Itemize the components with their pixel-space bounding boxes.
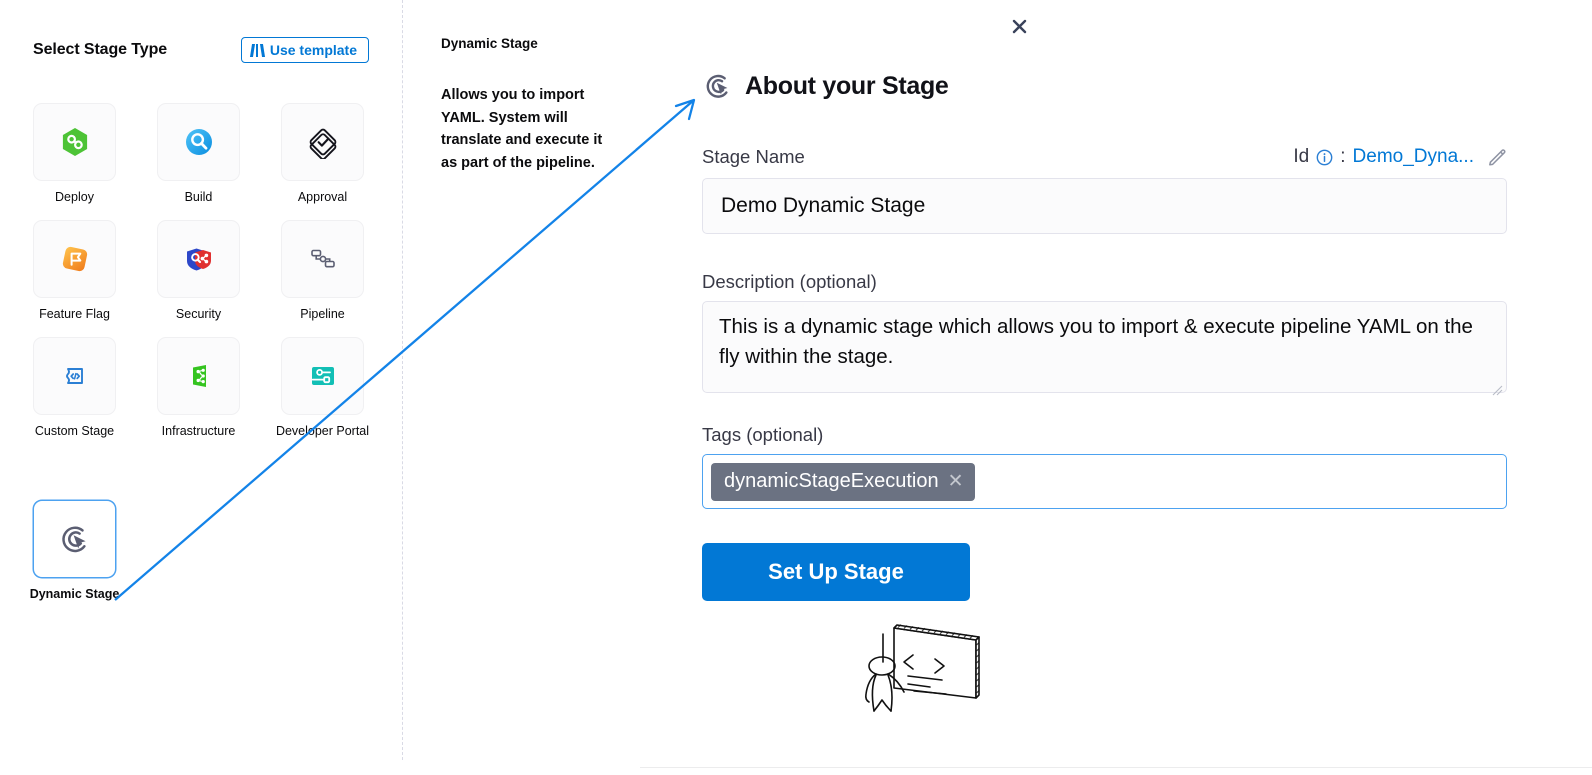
stage-type-label: Deploy — [55, 190, 94, 204]
stage-id-label: Id — [1293, 146, 1310, 167]
stage-card[interactable] — [157, 220, 240, 298]
infrastructure-icon — [192, 365, 206, 387]
stage-type-feature-flag[interactable]: Feature Flag — [33, 220, 116, 323]
stage-type-pipeline[interactable]: Pipeline — [281, 220, 364, 323]
description-textarea[interactable] — [702, 301, 1507, 393]
developer-portal-icon — [311, 367, 334, 385]
bottom-divider — [640, 767, 1592, 768]
person-presenting-code-board-illustration — [865, 624, 980, 712]
stage-id-separator: : — [1340, 146, 1346, 167]
stage-id-value[interactable]: Demo_Dyna... — [1352, 146, 1474, 167]
stage-card[interactable] — [281, 220, 364, 298]
about-stage-header: About your Stage — [702, 70, 949, 102]
stage-name-row: Stage Name Id : Demo_Dyna... — [702, 144, 1507, 170]
set-up-stage-button[interactable]: Set Up Stage — [702, 543, 970, 601]
close-button[interactable] — [1007, 14, 1031, 38]
info-icon[interactable] — [1316, 149, 1333, 166]
feature-flag-icon — [62, 246, 87, 272]
stage-info-description: Allows you to import YAML. System will t… — [441, 87, 603, 171]
stage-info-panel: Dynamic Stage Allows you to import YAML.… — [403, 0, 1026, 775]
stage-type-security[interactable]: Security — [157, 220, 240, 323]
close-icon — [1012, 19, 1026, 33]
stage-type-row: Dynamic Stage — [30, 500, 373, 603]
stage-name-input[interactable] — [702, 178, 1507, 234]
stage-type-label: Feature Flag — [39, 307, 110, 321]
use-template-button[interactable]: Use template — [240, 37, 369, 63]
approval-check-icon — [309, 128, 336, 159]
stage-type-approval[interactable]: Approval — [281, 103, 364, 206]
stage-type-label: Build — [184, 190, 213, 204]
resize-grip-icon[interactable] — [1491, 384, 1503, 396]
stage-type-build[interactable]: Build — [157, 103, 240, 206]
security-shields-icon — [186, 248, 211, 271]
tags-input[interactable]: dynamicStageExecution ✕ — [702, 454, 1507, 509]
stage-card[interactable] — [33, 103, 116, 181]
pencil-icon[interactable] — [1487, 147, 1507, 167]
stage-type-row: Custom Stage — [33, 337, 373, 440]
deploy-hexagon-icon — [62, 128, 87, 156]
stage-type-label: Infrastructure — [161, 424, 236, 438]
description-label: Description (optional) — [702, 271, 877, 292]
tags-label: Tags (optional) — [702, 424, 824, 445]
stage-type-row: Deploy Build — [33, 103, 373, 206]
stage-type-grid: Deploy Build — [30, 103, 373, 617]
tag-remove-icon[interactable]: ✕ — [947, 471, 964, 492]
stage-card[interactable] — [157, 103, 240, 181]
stage-type-label: Developer Portal — [275, 424, 370, 438]
stage-type-label: Pipeline — [300, 307, 345, 321]
build-magnifier-icon — [185, 129, 212, 155]
stage-type-panel: Select Stage Type Use template — [0, 0, 403, 775]
stage-type-dynamic-stage[interactable]: Dynamic Stage — [30, 500, 119, 603]
stage-card[interactable] — [33, 220, 116, 298]
stage-type-infrastructure[interactable]: Infrastructure — [157, 337, 240, 440]
tag-chip[interactable]: dynamicStageExecution ✕ — [711, 462, 975, 501]
stage-type-label: Security — [175, 307, 222, 321]
stage-card[interactable] — [281, 103, 364, 181]
stage-type-custom-stage[interactable]: Custom Stage — [33, 337, 116, 440]
stage-card-selected[interactable] — [33, 500, 116, 578]
stage-name-label: Stage Name — [702, 146, 805, 167]
left-panel-header: Select Stage Type Use template — [33, 36, 369, 64]
stage-type-deploy[interactable]: Deploy — [33, 103, 116, 206]
stage-card[interactable] — [157, 337, 240, 415]
dynamic-stage-cursor-icon — [706, 74, 728, 98]
stage-card[interactable] — [33, 337, 116, 415]
stage-type-row: Feature Flag — [33, 220, 373, 323]
tag-chip-label: dynamicStageExecution — [724, 470, 939, 492]
template-bars-icon — [249, 43, 265, 57]
page-title: Select Stage Type — [33, 41, 168, 58]
stage-id-group: Id : Demo_Dyna... — [1293, 146, 1507, 168]
use-template-label: Use template — [269, 42, 357, 58]
stage-type-label: Custom Stage — [34, 424, 115, 438]
pipeline-nodes-icon — [310, 249, 335, 268]
about-stage-title: About your Stage — [745, 71, 949, 100]
stage-info-title: Dynamic Stage — [441, 36, 538, 51]
stage-card[interactable] — [281, 337, 364, 415]
stage-type-developer-portal[interactable]: Developer Portal — [276, 337, 369, 440]
custom-stage-code-icon — [65, 368, 83, 384]
stage-type-label: Approval — [297, 190, 348, 204]
dynamic-stage-cursor-icon — [61, 526, 86, 553]
stage-type-label: Dynamic Stage — [29, 587, 120, 601]
stage-form: Stage Name Id : Demo_Dyna... — [702, 144, 1507, 601]
about-stage-panel: About your Stage Stage Name Id : Demo_Dy… — [640, 0, 1592, 775]
